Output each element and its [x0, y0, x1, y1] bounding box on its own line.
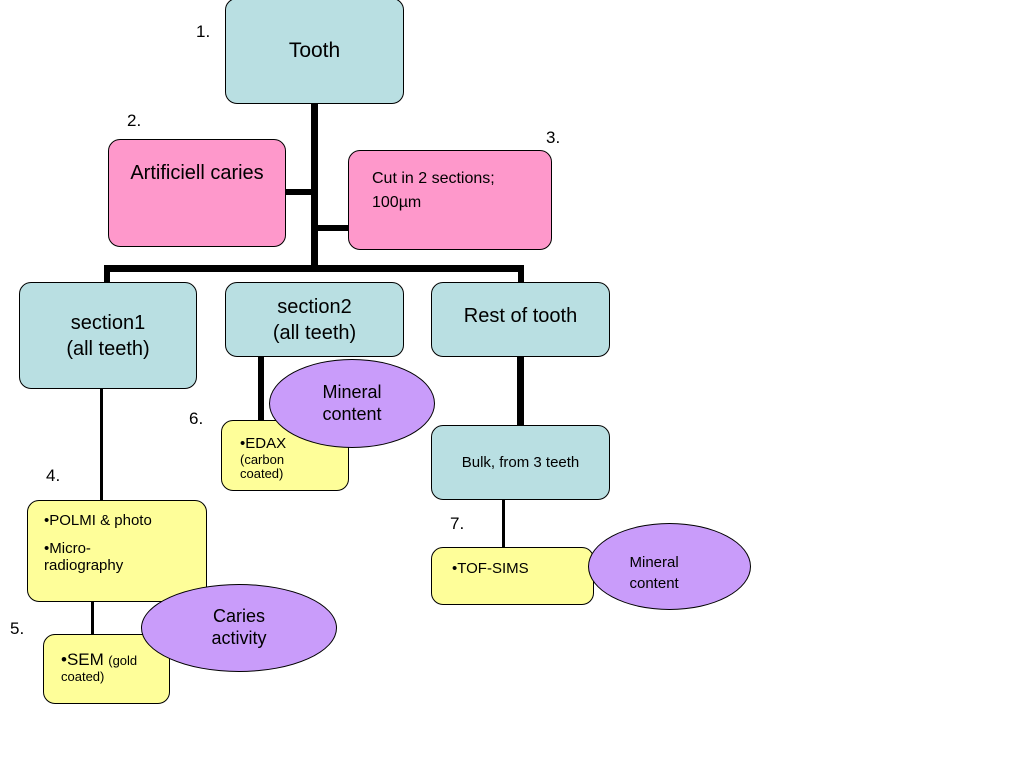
mineral-content-2-line2: content [629, 574, 679, 592]
step-number-5: 5. [10, 619, 25, 638]
section2-line1: section2 [277, 295, 352, 318]
rest-drop-line [518, 265, 524, 283]
step-number-6: 6. [189, 409, 204, 428]
step-number-1: 1. [196, 22, 211, 41]
rest-of-tooth-label: Rest of tooth [463, 305, 578, 327]
tof-sims-label: •TOF-SIMS [452, 560, 529, 577]
mineral-content-1-line1: Mineral [322, 381, 382, 402]
caries-branch-line [285, 189, 315, 195]
mineral-content-2-line1: Mineral [629, 554, 679, 572]
tooth-node: Tooth [225, 0, 404, 104]
section1-node: section1 (all teeth) [19, 282, 197, 389]
section1-line2: (all teeth) [66, 337, 150, 360]
polmi-node: •POLMI & photo •Micro- radiography [27, 500, 207, 602]
edax-label: •EDAX [240, 435, 287, 452]
cut-sections-node: Cut in 2 sections; 100µm [348, 150, 552, 250]
bulk-node: Bulk, from 3 teeth [431, 425, 610, 500]
section1-to-polmi-line [100, 380, 103, 502]
cut-branch-line [315, 225, 349, 231]
section2-to-edax-line [258, 350, 264, 424]
mineral-content-ellipse-2: Mineral content [588, 523, 751, 610]
step-number-2: 2. [127, 111, 142, 130]
section2-node: section2 (all teeth) [225, 282, 404, 357]
horizontal-bar-line [104, 265, 524, 272]
mineral-content-ellipse-1: Mineral content [269, 359, 435, 448]
polmi-item1: •POLMI & photo [44, 512, 152, 529]
rest-of-tooth-node: Rest of tooth [431, 282, 610, 357]
section2-line2: (all teeth) [272, 321, 357, 344]
sem-note-line2: coated) [61, 669, 105, 685]
artificial-caries-label: Artificiell caries [130, 162, 264, 184]
sem-node: •SEM (gold coated) [43, 634, 170, 704]
polmi-item2-line2: radiography [44, 557, 124, 574]
cut-line2: 100µm [372, 194, 422, 211]
edax-note-line2: coated) [240, 465, 284, 481]
caries-activity-line1: Caries [212, 606, 265, 627]
bulk-to-tof-line [502, 498, 505, 548]
artificial-caries-node: Artificiell caries [108, 139, 286, 247]
section1-line1: section1 [70, 311, 146, 334]
trunk-line [311, 103, 318, 271]
step-number-7: 7. [450, 514, 465, 533]
sem-label: •SEM [61, 650, 104, 669]
bulk-label: Bulk, from 3 teeth [461, 454, 580, 471]
step-number-4: 4. [46, 466, 61, 485]
polmi-to-sem-line [91, 600, 94, 636]
caries-activity-line2: activity [211, 628, 267, 648]
mineral-content-1-line2: content [322, 403, 382, 424]
rest-to-bulk-line [517, 355, 524, 427]
section1-drop-line [104, 265, 110, 283]
edax-note-line1: (carbon [240, 451, 285, 467]
sem-note-line1: (gold [108, 653, 138, 668]
step-number-3: 3. [546, 128, 561, 147]
caries-activity-ellipse: Caries activity [141, 584, 337, 672]
tooth-label: Tooth [288, 39, 341, 62]
polmi-item2-line1: •Micro- [44, 540, 91, 557]
cut-line1: Cut in 2 sections; [372, 170, 495, 187]
tof-sims-node: •TOF-SIMS [431, 547, 594, 605]
